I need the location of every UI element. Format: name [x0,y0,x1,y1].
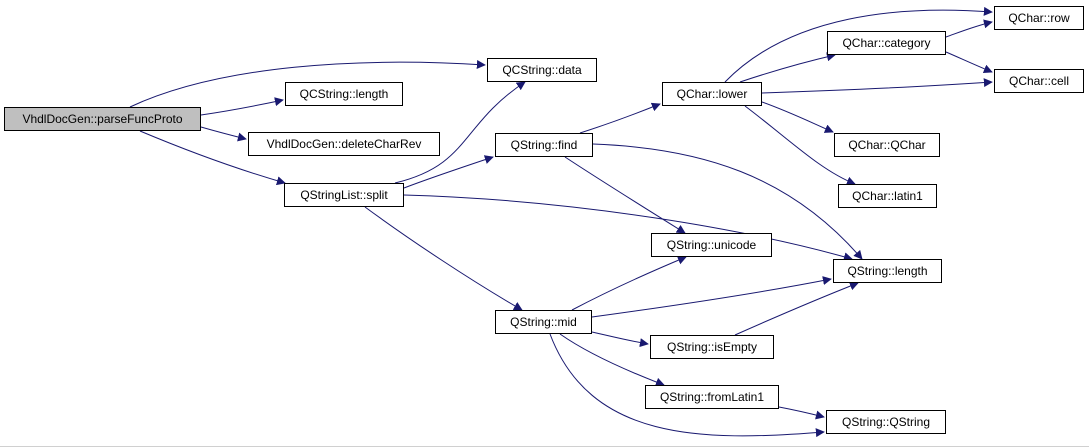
edge-mid-qstring-isempty [591,331,649,348]
edge-find-qchar-lower [579,102,661,134]
node-qchar-lower[interactable]: QChar::lower [662,82,762,106]
edge-mid-qstring-qstring [549,333,825,438]
edge-mid-qstring-length [591,276,832,318]
node-qchar-latin1[interactable]: QChar::latin1 [838,184,937,208]
edge-isempty-qstring-length [734,281,859,336]
node-qstring-find[interactable]: QString::find [495,133,593,157]
edge-category-qchar-row [945,19,993,38]
edge-mid-qstring-fromlatin1 [559,333,665,387]
node-qstring-mid[interactable]: QString::mid [495,310,592,334]
edge-lower-qchar-row [724,6,993,83]
edge-parsefuncproto-qcstring-length [200,97,284,116]
node-qchar-qchar[interactable]: QChar::QChar [834,133,940,157]
node-qchar-category[interactable]: QChar::category [827,31,946,55]
edge-parsefuncproto-qstringlist-split [139,130,286,186]
edge-split-qstring-find [403,155,494,189]
node-qstring-unicode[interactable]: QString::unicode [651,233,772,257]
edge-parsefuncproto-qcstring-data [129,59,486,108]
edge-category-qchar-cell [945,51,993,74]
node-qstring-qstring[interactable]: QString::QString [826,410,946,434]
node-vhdldocgen-parsefuncproto: VhdlDocGen::parseFuncProto [4,107,201,131]
node-vhdldocgen-deletecharrev[interactable]: VhdlDocGen::deleteCharRev [248,132,440,156]
node-qcstring-data[interactable]: QCString::data [487,58,597,82]
edge-split-qstring-mid [364,206,523,311]
bottom-rule [0,446,1089,447]
edge-fromlatin1-qstring-qstring [778,406,825,420]
edge-split-qstring-length [403,194,853,262]
edge-lower-qchar-qchar [761,101,834,133]
node-qstring-fromlatin1[interactable]: QString::fromLatin1 [645,385,779,409]
node-qstring-isempty[interactable]: QString::isEmpty [650,335,774,359]
edge-find-qstring-unicode [564,156,686,234]
edge-lower-qchar-cell [761,78,993,94]
node-qchar-cell[interactable]: QChar::cell [994,69,1084,93]
edge-mid-qstring-unicode [571,255,687,311]
edge-lower-qchar-latin1 [744,105,856,186]
edge-lower-qchar-category [739,52,836,83]
edge-split-qcstring-data [394,81,526,184]
node-qstring-length[interactable]: QString::length [833,259,942,283]
edge-parsefuncproto-deletecharrev [200,126,247,142]
node-qstringlist-split[interactable]: QStringList::split [284,183,404,207]
node-qcstring-length[interactable]: QCString::length [285,82,403,106]
node-qchar-row[interactable]: QChar::row [994,6,1084,30]
edge-find-qstring-length [592,143,863,260]
